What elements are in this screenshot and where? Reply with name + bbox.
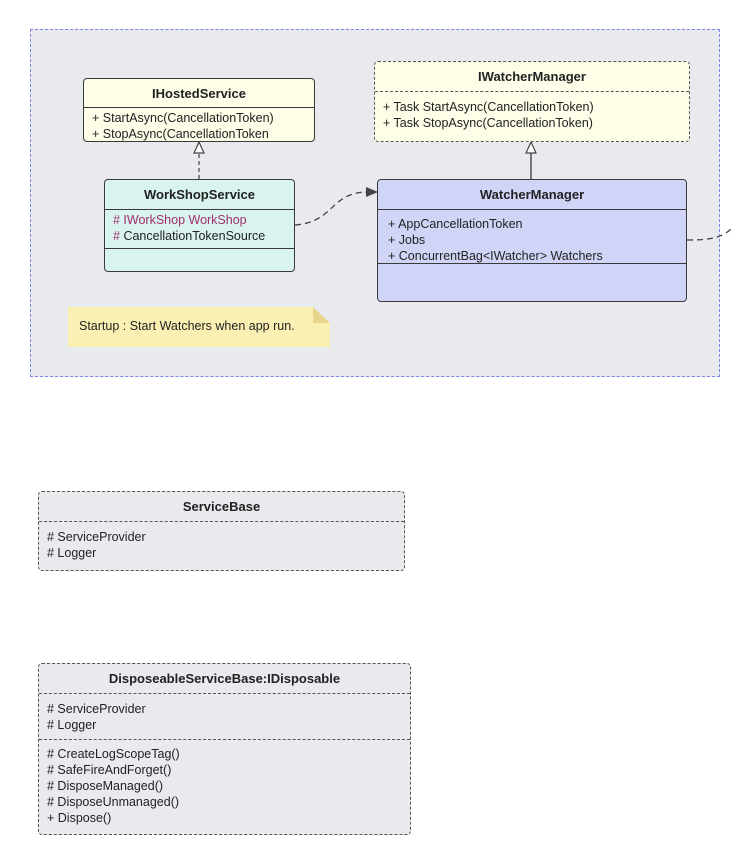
iwatchermanager-title: IWatcherManager: [478, 69, 586, 84]
field-serviceprovider: # ServiceProvider: [47, 702, 146, 716]
field-jobs: + Jobs: [388, 233, 426, 247]
workshopservice-fields: # IWorkShop WorkShop # CancellationToken…: [105, 209, 294, 248]
disposeableservicebase-fields: # ServiceProvider # Logger: [39, 693, 410, 739]
method-dispose: + Dispose(): [47, 811, 112, 825]
iwatchermanager-methods: + Task StartAsync(CancellationToken) + T…: [375, 91, 689, 133]
method-createlogscopetag: # CreateLogScopeTag(): [47, 747, 180, 761]
ihostedservice-title: IHostedService: [152, 85, 246, 101]
servicebase-title: ServiceBase: [182, 499, 261, 514]
field-cts: # CancellationTokenSource: [113, 229, 266, 243]
field-serviceprovider: # ServiceProvider: [47, 530, 146, 544]
field-cts-text: CancellationTokenSource: [123, 229, 266, 243]
field-watchers: + ConcurrentBag<IWatcher> Watchers: [388, 249, 603, 263]
field-logger: # Logger: [47, 718, 97, 732]
watchermanager-methods: [378, 263, 686, 264]
method-disposeunmanaged: # DisposeUnmanaged(): [47, 795, 180, 809]
field-workshop: # IWorkShop WorkShop: [113, 213, 247, 227]
field-logger: # Logger: [47, 546, 97, 560]
ihostedservice-box[interactable]: IHostedService + StartAsync(Cancellation…: [83, 78, 315, 142]
servicebase-box[interactable]: ServiceBase # ServiceProvider # Logger: [38, 491, 405, 571]
watchermanager-title: WatcherManager: [479, 187, 585, 202]
ihostedservice-methods: + StartAsync(CancellationToken) + StopAs…: [84, 107, 314, 141]
workshopservice-methods: [105, 248, 294, 249]
note-text: Startup : Start Watchers when app run.: [79, 319, 295, 333]
method-start: + Task StartAsync(CancellationToken): [383, 100, 594, 114]
watchermanager-box[interactable]: WatcherManager + AppCancellationToken + …: [377, 179, 687, 302]
disposeableservicebase-methods: # CreateLogScopeTag() # SafeFireAndForge…: [39, 739, 410, 828]
watchermanager-fields: + AppCancellationToken + Jobs + Concurre…: [378, 209, 686, 263]
method-start: + StartAsync(CancellationToken): [92, 111, 274, 125]
workshopservice-box[interactable]: WorkShopService # IWorkShop WorkShop # C…: [104, 179, 295, 272]
iwatchermanager-box[interactable]: IWatcherManager + Task StartAsync(Cancel…: [374, 61, 690, 142]
startup-note[interactable]: Startup : Start Watchers when app run.: [68, 307, 330, 347]
workshopservice-title: WorkShopService: [143, 187, 256, 202]
method-stop: + StopAsync(CancellationToken: [92, 127, 269, 141]
disposeableservicebase-box[interactable]: DisposeableServiceBase:IDisposable # Ser…: [38, 663, 411, 835]
method-safefireandforget: # SafeFireAndForget(): [47, 763, 172, 777]
method-stop: + Task StopAsync(CancellationToken): [383, 116, 593, 130]
servicebase-fields: # ServiceProvider # Logger: [39, 521, 404, 563]
disposeableservicebase-title: DisposeableServiceBase:IDisposable: [108, 671, 341, 686]
field-appcancellationtoken: + AppCancellationToken: [388, 217, 523, 231]
method-disposemanaged: # DisposeManaged(): [47, 779, 164, 793]
